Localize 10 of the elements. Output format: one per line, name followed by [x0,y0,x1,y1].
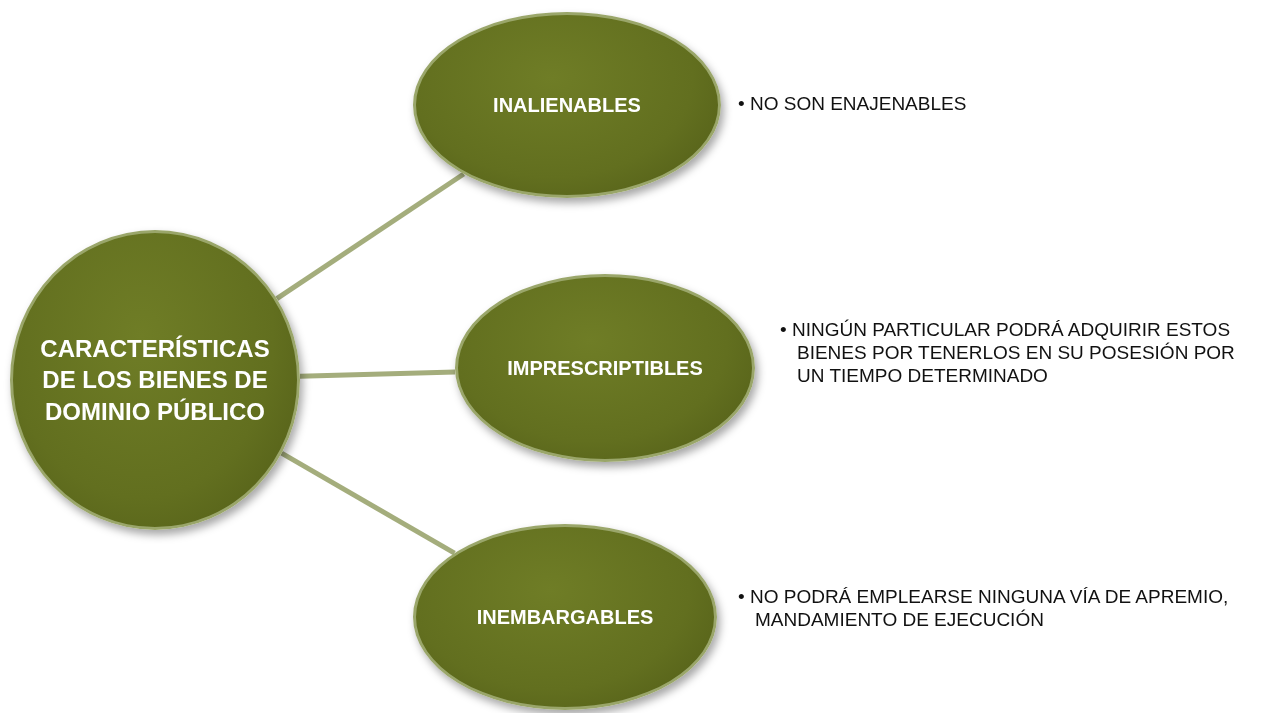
node-label: IMPRESCRIPTIBLES [507,356,703,381]
bullet-text: • NINGÚN PARTICULAR PODRÁ ADQUIRIR ESTOS BIENES POR TENERLOS EN SU POSESIÓN POR UN TIEMPO DETERMINADO [780,318,1236,388]
node-label: INEMBARGABLES [476,605,654,630]
connector-line [275,171,466,301]
bullet-text: • NO PODRÁ EMPLEARSE NINGUNA VÍA DE APREMIO, MANDAMIENTO DE EJECUCIÓN [738,585,1230,632]
node-label: CARACTERÍSTICAS DE LOS BIENES DE DOMINIO PÚBLICO [39,334,271,427]
bullet-text: • NO SON ENAJENABLES [738,92,968,116]
connector-line [280,451,456,556]
node-label: INALIENABLES [493,93,641,118]
connector-line [299,369,456,379]
